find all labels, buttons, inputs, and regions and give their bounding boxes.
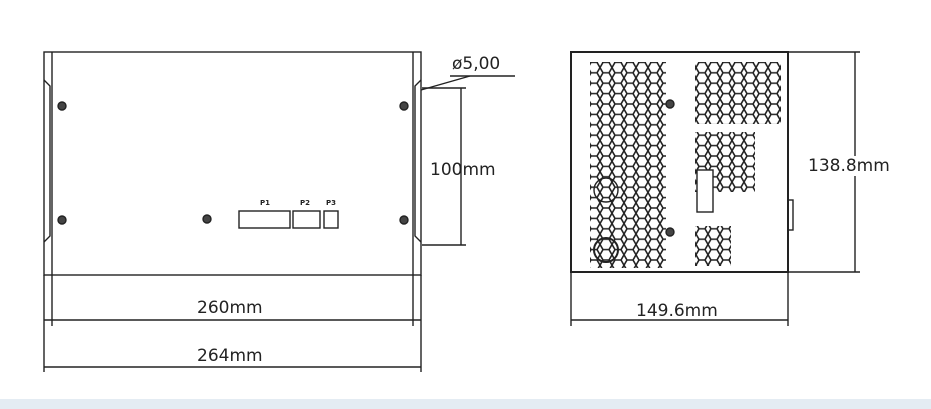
connector-p1: [238, 210, 291, 229]
connector-p2: [292, 210, 321, 229]
side-height-label: 138.8mm: [808, 156, 890, 176]
p3-label: P3: [326, 199, 337, 207]
side-depth-label: 149.6mm: [636, 301, 718, 321]
bottom-band: [0, 399, 931, 409]
inner-width-label: 260mm: [197, 298, 263, 318]
mounting-holes: [57, 101, 409, 225]
side-view-body: [570, 51, 789, 273]
p1-label: P1: [260, 199, 271, 207]
side-switch: [696, 169, 714, 213]
front-view-body: [43, 51, 422, 276]
p2-label: P2: [300, 199, 311, 207]
connector-p3: [323, 210, 339, 229]
outer-width-label: 264mm: [197, 346, 263, 366]
hole-diameter-label: ø5,00: [452, 54, 501, 74]
front-height-label: 100mm: [430, 160, 496, 180]
